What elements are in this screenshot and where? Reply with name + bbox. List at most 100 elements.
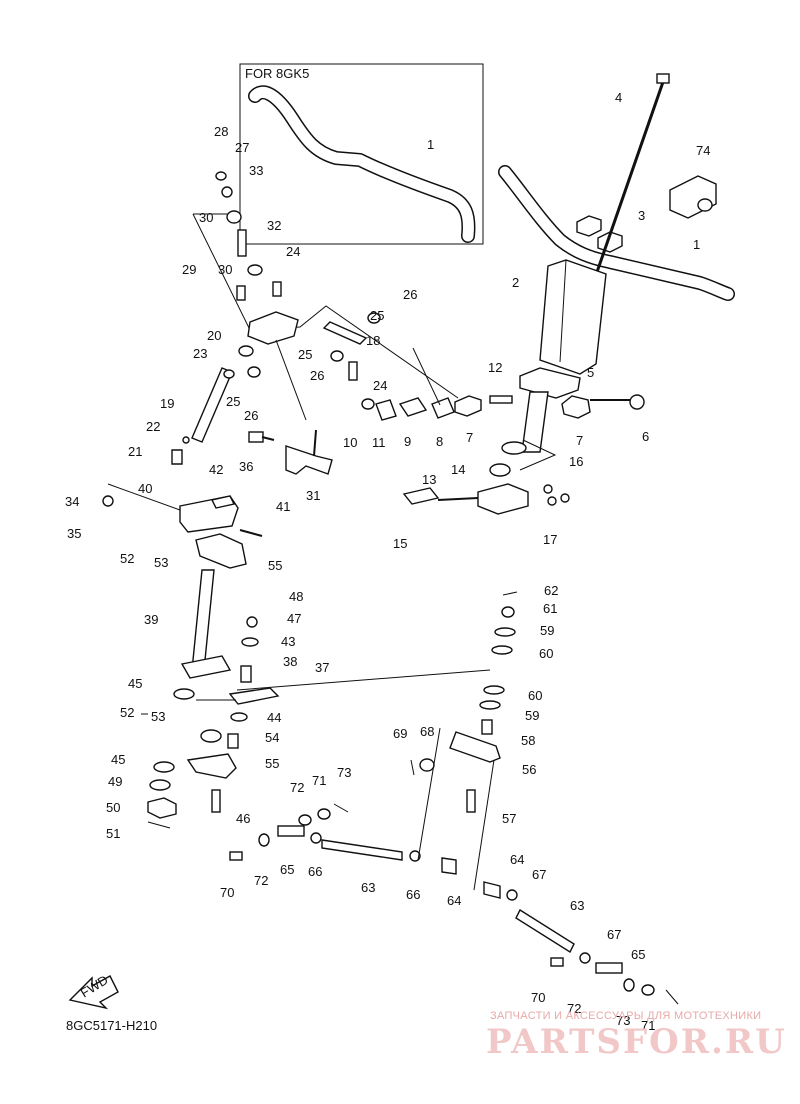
callout-60: 60 [528, 688, 542, 703]
callout-30: 30 [218, 262, 232, 277]
callout-18: 18 [366, 333, 380, 348]
callout-25: 25 [370, 308, 384, 323]
watermark-tagline: ЗАПЧАСТИ И АКСЕССУАРЫ ДЛЯ МОТОТЕХНИКИ [490, 1010, 762, 1022]
inset-box [239, 63, 484, 245]
handlebar-bolt [595, 73, 670, 273]
callout-12: 12 [488, 360, 502, 375]
callout-29: 29 [182, 262, 196, 277]
callout-26: 26 [403, 287, 417, 302]
callout-45: 45 [128, 676, 142, 691]
bracket-31 [248, 429, 333, 475]
steering-bracket [402, 463, 570, 515]
callout-64: 64 [447, 893, 461, 908]
callout-56: 56 [522, 762, 536, 777]
callout-57: 57 [502, 811, 516, 826]
callout-16: 16 [569, 454, 583, 469]
lower-arm-37 [228, 616, 491, 722]
callout-73: 73 [616, 1013, 630, 1028]
callout-58: 58 [521, 733, 535, 748]
callout-41: 41 [276, 499, 290, 514]
callout-59: 59 [525, 708, 539, 723]
callout-63: 63 [570, 898, 584, 913]
clamp-7 [561, 395, 591, 419]
callout-67: 67 [607, 927, 621, 942]
callout-60: 60 [539, 646, 553, 661]
callout-62: 62 [544, 583, 558, 598]
callout-66: 66 [308, 864, 322, 879]
callout-53: 53 [151, 709, 165, 724]
callout-63: 63 [361, 880, 375, 895]
pitman-arm [102, 495, 263, 537]
callout-71: 71 [312, 773, 326, 788]
callout-13: 13 [422, 472, 436, 487]
callout-50: 50 [106, 800, 120, 815]
callout-69: 69 [393, 726, 407, 741]
callout-70: 70 [220, 885, 234, 900]
callout-25: 25 [298, 347, 312, 362]
callout-32: 32 [267, 218, 281, 233]
callout-70: 70 [531, 990, 545, 1005]
callout-36: 36 [239, 459, 253, 474]
callout-22: 22 [146, 419, 160, 434]
callout-7: 7 [466, 430, 473, 445]
tie-rods [229, 759, 679, 1005]
callout-38: 38 [283, 654, 297, 669]
link-parts-row [361, 395, 513, 421]
callout-30: 30 [199, 210, 213, 225]
callout-15: 15 [393, 536, 407, 551]
callout-10: 10 [343, 435, 357, 450]
callout-11: 11 [372, 435, 386, 450]
callout-23: 23 [193, 346, 207, 361]
callout-64: 64 [510, 852, 524, 867]
callout-65: 65 [280, 862, 294, 877]
callout-26: 26 [310, 368, 324, 383]
callout-72: 72 [567, 1001, 581, 1016]
leader-lines [107, 347, 557, 891]
callout-19: 19 [160, 396, 174, 411]
callout-9: 9 [404, 434, 411, 449]
callout-20: 20 [207, 328, 221, 343]
callout-28: 28 [214, 124, 228, 139]
callout-67: 67 [532, 867, 546, 882]
callout-2: 2 [512, 275, 519, 290]
handlebar-pad [669, 175, 717, 219]
callout-35: 35 [67, 526, 81, 541]
watermark-logo: PARTSFOR.RU [486, 1022, 787, 1062]
callout-59: 59 [540, 623, 554, 638]
callout-52: 52 [120, 551, 134, 566]
callout-73: 73 [337, 765, 351, 780]
callout-46: 46 [236, 811, 250, 826]
upper-assembly [192, 171, 459, 421]
diagram-code: 8GC5171-H210 [66, 1018, 158, 1033]
callout-1: 1 [693, 237, 700, 252]
callout-37: 37 [315, 660, 329, 675]
callout-54: 54 [265, 730, 279, 745]
callout-61: 61 [543, 601, 557, 616]
callout-68: 68 [420, 724, 434, 739]
column-holder [501, 367, 581, 455]
callout-8: 8 [436, 434, 443, 449]
callout-25: 25 [226, 394, 240, 409]
callout-55: 55 [265, 756, 279, 771]
callout-34: 34 [65, 494, 79, 509]
callout-31: 31 [306, 488, 320, 503]
callout-55: 55 [268, 558, 282, 573]
callout-66: 66 [406, 887, 420, 902]
callout-65: 65 [631, 947, 645, 962]
inset-label: FOR 8GK5 [245, 66, 310, 81]
rod-end-6 [590, 394, 645, 410]
lower-pitman [147, 688, 239, 829]
callout-21: 21 [128, 444, 142, 459]
right-link-56 [419, 591, 518, 813]
tie-rod-19 [171, 345, 261, 465]
callout-40: 40 [138, 481, 152, 496]
callout-6: 6 [642, 429, 649, 444]
callout-4: 4 [615, 90, 622, 105]
callout-49: 49 [108, 774, 122, 789]
fwd-arrow: FWD [68, 972, 119, 1010]
callout-42: 42 [209, 462, 223, 477]
steering-shaft [180, 533, 247, 679]
callout-51: 51 [106, 826, 120, 841]
